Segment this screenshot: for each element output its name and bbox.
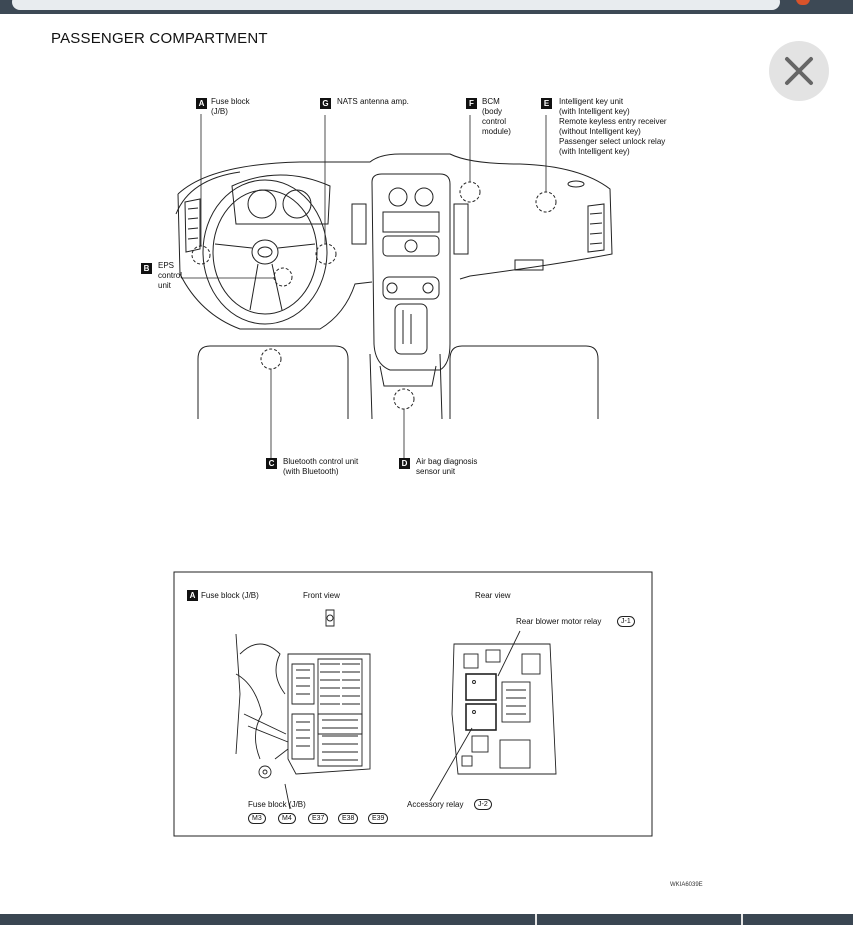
bottom-toolbar: [0, 914, 853, 925]
rear-blower-relay-label: Rear blower motor relay: [516, 617, 602, 626]
callout-g-tag: G: [320, 98, 331, 109]
rear-view-label: Rear view: [475, 591, 511, 600]
figure-code: WKIA6039E: [670, 882, 703, 888]
callout-b-label: EPS control unit: [158, 261, 183, 290]
callout-f-label: BCM (body control module): [482, 97, 511, 136]
accessory-relay-label: Accessory relay: [407, 800, 464, 809]
callout-c-label: Bluetooth control unit (with Bluetooth): [283, 457, 359, 476]
address-bar[interactable]: [12, 0, 780, 10]
connector-e39: E39: [368, 813, 389, 824]
connector-m4: M4: [278, 813, 296, 824]
callout-g-label: NATS antenna amp.: [337, 97, 409, 106]
toolbar-separator: [535, 914, 537, 925]
page-title: PASSENGER COMPARTMENT: [51, 30, 268, 47]
accessory-relay-code: J-2: [474, 799, 492, 810]
connector-e38: E38: [338, 813, 359, 824]
callout-d-tag: D: [399, 458, 410, 469]
callout-e-tag: E: [541, 98, 552, 109]
callout-f-tag: F: [466, 98, 477, 109]
close-icon: [785, 57, 813, 85]
inset-title: Fuse block (J/B): [201, 591, 259, 600]
front-view-label: Front view: [303, 591, 340, 600]
callout-d-label: Air bag diagnosis sensor unit: [416, 457, 478, 476]
close-button[interactable]: [769, 41, 829, 101]
inset-tag: A: [187, 590, 198, 601]
connector-m3: M3: [248, 813, 266, 824]
toolbar-separator: [741, 914, 743, 925]
callout-b-tag: B: [141, 263, 152, 274]
connector-e37: E37: [308, 813, 329, 824]
callout-e-label: Intelligent key unit (with Intelligent k…: [559, 97, 667, 156]
rear-blower-relay-code: J-1: [617, 616, 635, 627]
fuse-block-inset: [173, 571, 653, 837]
dashboard-diagram: [175, 114, 613, 462]
callout-a-label: Fuse block (J/B): [211, 97, 250, 116]
accent-indicator: [796, 0, 810, 5]
top-toolbar: [0, 0, 853, 14]
document-page: PASSENGER COMPARTMENT: [0, 14, 853, 914]
fuse-block-label: Fuse block (J/B): [248, 800, 306, 809]
callout-c-tag: C: [266, 458, 277, 469]
callout-a-tag: A: [196, 98, 207, 109]
